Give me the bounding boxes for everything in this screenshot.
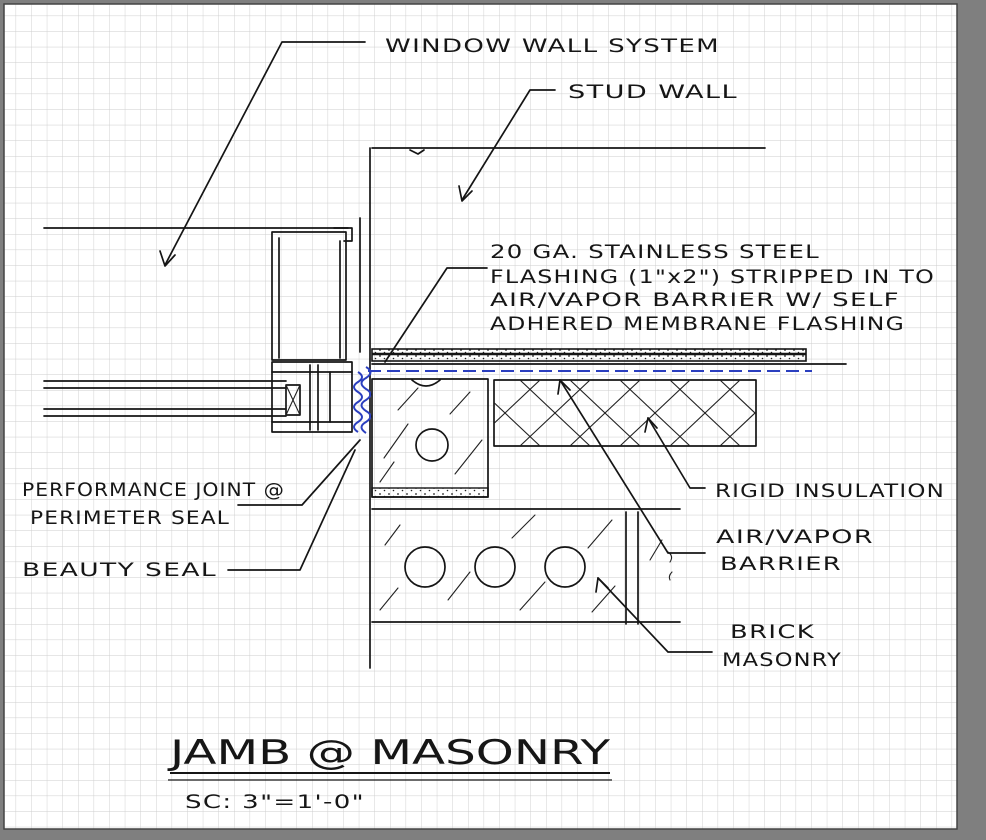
label-beauty-seal: BEAUTY SEAL <box>22 559 217 581</box>
leader-stud-wall <box>461 89 556 201</box>
leader-beauty-seal <box>227 449 356 571</box>
leader-performance-joint <box>237 439 361 506</box>
leader-air-vapor-barrier <box>559 379 706 554</box>
leader-flashing <box>384 267 488 363</box>
leader-lines <box>159 41 713 653</box>
brick-lower <box>371 508 681 625</box>
label-air-vapor-line-1: AIR/VAPOR <box>716 526 874 548</box>
glazing-unit <box>43 380 301 417</box>
label-stud-wall: STUD WALL <box>568 81 738 103</box>
stud-wall <box>359 147 766 669</box>
brick-upper <box>371 378 489 498</box>
window-wall-frame <box>43 227 353 433</box>
label-flashing-line-2: FLASHING (1"x2") STRIPPED IN TO <box>490 266 935 288</box>
leader-rigid-insulation <box>647 417 706 489</box>
label-air-vapor-line-2: BARRIER <box>720 553 842 575</box>
arrow-stud-wall <box>458 185 473 202</box>
leader-window-wall <box>164 41 366 266</box>
drawing-scale: SC: 3"=1'-0" <box>185 791 365 813</box>
label-performance-joint-line-1: PERFORMANCE JOINT @ <box>22 479 285 501</box>
rigid-insulation <box>493 379 757 447</box>
label-rigid-insulation: RIGID INSULATION <box>715 480 945 502</box>
label-flashing-line-3: AIR/VAPOR BARRIER W/ SELF <box>490 289 900 311</box>
drawing-title: JAMB @ MASONRY <box>167 733 610 773</box>
sheathing-and-flashing <box>371 348 847 365</box>
arrow-brick-masonry <box>595 577 609 593</box>
title-underline <box>168 772 612 781</box>
perimeter-sealant <box>353 366 372 434</box>
label-brick-line-2: MASONRY <box>722 649 842 671</box>
paper-border <box>3 3 958 830</box>
arrow-air-vapor-barrier <box>557 379 571 395</box>
arrow-rigid-insulation <box>644 417 658 433</box>
label-flashing-line-4: ADHERED MEMBRANE FLASHING <box>490 313 905 335</box>
label-performance-joint-line-2: PERIMETER SEAL <box>30 507 230 529</box>
label-window-wall-system: WINDOW WALL SYSTEM <box>385 35 720 57</box>
leader-brick-masonry <box>597 577 713 653</box>
label-flashing-line-1: 20 GA. STAINLESS STEEL <box>490 241 820 263</box>
arrow-window-wall <box>159 250 176 267</box>
label-brick-line-1: BRICK <box>730 621 815 643</box>
